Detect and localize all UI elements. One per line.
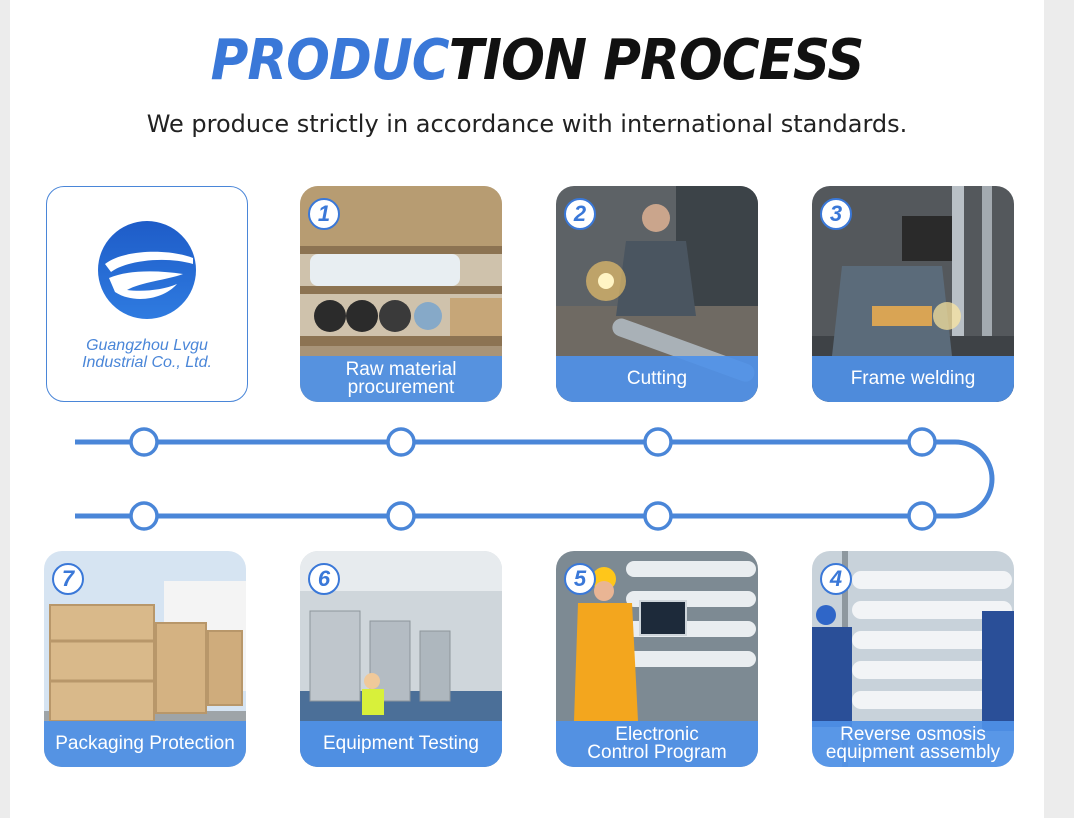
step-label-line1: Raw material <box>345 359 457 380</box>
title-rest: TION PROCESS <box>448 28 865 93</box>
step-number-badge: 7 <box>52 563 84 595</box>
step-label-line1: Electronic <box>615 724 699 745</box>
step-label-line1: Packaging Protection <box>55 733 235 754</box>
title-highlight: PRODUC <box>210 28 450 93</box>
timeline-node <box>643 501 673 531</box>
step-label: Cutting <box>556 356 758 402</box>
page-subtitle: We produce strictly in accordance with i… <box>146 110 908 138</box>
step-card-7: 7 Packaging Protection <box>44 551 246 767</box>
step-label-line1: Frame welding <box>850 368 976 389</box>
company-name-line1: Guangzhou Lvgu <box>86 337 208 354</box>
company-name-line2: Industrial Co., Ltd. <box>82 354 212 371</box>
step-card-2: 2 Cutting <box>556 186 758 402</box>
step-label-line1: Cutting <box>626 368 688 389</box>
page-title: PRODUCTION PROCESS <box>43 26 1031 96</box>
company-logo-icon <box>98 221 196 319</box>
step-label: Equipment Testing <box>300 721 502 767</box>
step-label-line1: Reverse osmosis <box>840 724 986 745</box>
step-card-6: 6 Equipment Testing <box>300 551 502 767</box>
step-label-line2: equipment assembly <box>825 742 1001 763</box>
step-label-line2: procurement <box>347 377 455 398</box>
timeline-node <box>643 427 673 457</box>
step-label-line2: Control Program <box>587 742 727 763</box>
timeline-node <box>907 501 937 531</box>
step-number-badge: 2 <box>564 198 596 230</box>
timeline-node <box>129 427 159 457</box>
timeline-node <box>907 427 937 457</box>
timeline-node <box>386 427 416 457</box>
company-logo-card: Guangzhou Lvgu Industrial Co., Ltd. <box>46 186 248 402</box>
step-number-badge: 4 <box>820 563 852 595</box>
step-label-line1: Equipment Testing <box>323 733 479 754</box>
step-label: Frame welding <box>812 356 1014 402</box>
step-label: Packaging Protection <box>44 721 246 767</box>
timeline-node <box>386 501 416 531</box>
step-number-badge: 6 <box>308 563 340 595</box>
step-number-badge: 3 <box>820 198 852 230</box>
step-card-3: 3 Frame welding <box>812 186 1014 402</box>
timeline-node <box>129 501 159 531</box>
step-number-badge: 1 <box>308 198 340 230</box>
step-number-badge: 5 <box>564 563 596 595</box>
company-name: Guangzhou Lvgu Industrial Co., Ltd. <box>47 337 247 371</box>
